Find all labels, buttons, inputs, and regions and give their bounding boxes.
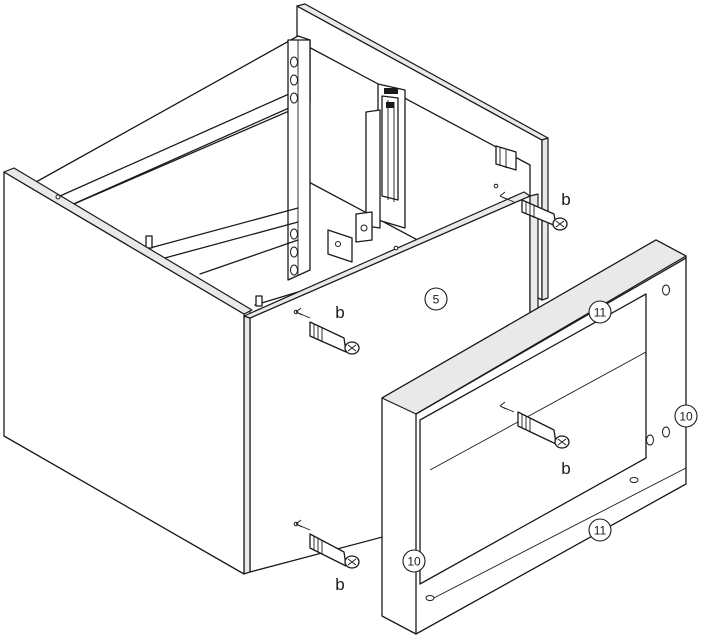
left-side-panel	[3, 167, 253, 575]
bolt-b-lower	[295, 519, 360, 569]
drawer-runner	[327, 83, 517, 263]
part-10-right-label: 10	[679, 410, 693, 424]
bolt-b-middle-label: b	[335, 303, 344, 322]
bolt-b-frame-label: b	[561, 459, 570, 478]
cabinet-frame-lines	[35, 35, 311, 313]
bolt-b-lower-label: b	[335, 575, 344, 594]
callout-part-10-left: 10	[402, 549, 426, 573]
callout-part-5: 5	[424, 287, 448, 311]
callout-part-10-right: 10	[674, 404, 698, 428]
part-11-top-label: 11	[594, 306, 607, 320]
bolt-b-upper-right-label: b	[561, 190, 570, 209]
part-10-left-label: 10	[407, 555, 421, 569]
part-5-label: 5	[433, 293, 440, 307]
part-11-bottom-label: 11	[594, 524, 607, 538]
bolt-b-frame	[499, 401, 570, 449]
callout-part-11-bottom: 11	[588, 518, 612, 542]
callout-part-11-top: 11	[588, 300, 612, 324]
frame-assembly	[381, 239, 687, 635]
bolt-b-upper-right	[499, 191, 568, 231]
bolt-b-middle	[295, 307, 360, 355]
